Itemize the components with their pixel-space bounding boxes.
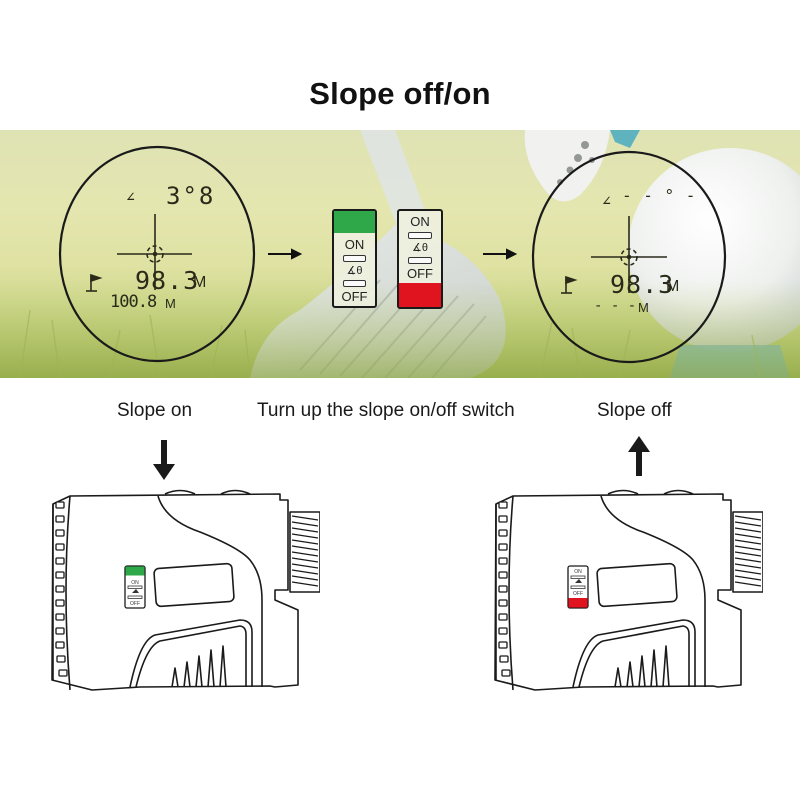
right-arrow-icon-2: [483, 248, 518, 260]
page-title: Slope off/on: [309, 76, 491, 111]
caption-slope-on: Slope on: [117, 400, 193, 421]
switch-slot: [408, 257, 432, 264]
switch-off-label: OFF: [341, 289, 368, 304]
left-crosshair-icon: [117, 214, 192, 290]
left-angle-value: 3°8: [166, 182, 216, 210]
switch-red-cap: [399, 283, 441, 307]
switch-on-label: ON: [344, 237, 365, 252]
left-distance-unit: M: [193, 274, 207, 291]
switch-on-label: ON: [410, 214, 430, 229]
right-slope-unit: M: [638, 300, 649, 315]
device-right-on-label: ON: [574, 569, 582, 575]
photo-background-art: [0, 130, 800, 378]
right-angle-icon: ∠: [602, 192, 612, 210]
golf-photo-banner: ∠ 3°8 98.3 M 100.8 M ∠ - - ° - 98.3 M - …: [0, 130, 800, 378]
right-arrow-icon-1: [268, 248, 303, 260]
right-distance-value: 98.3: [610, 270, 675, 299]
right-slope-distance: - - -: [594, 298, 637, 314]
rangefinder-device-slope-off: ON OFF: [494, 489, 763, 691]
up-arrow-icon: [628, 436, 650, 476]
caption-instruction: Turn up the slope on/off switch: [257, 400, 515, 421]
left-angle-icon: ∠: [126, 188, 136, 206]
left-viewfinder-circle: [58, 145, 256, 363]
slope-angle-icon: ∡θ: [346, 265, 363, 277]
right-distance-unit: M: [666, 278, 680, 295]
slope-switch-on-state: ON ∡θ OFF: [332, 209, 377, 308]
device-right-state-indicator: [568, 598, 588, 608]
device-left-off-label: OFF: [130, 601, 140, 607]
left-slope-distance: 100.8: [110, 292, 157, 312]
left-flag-icon: [86, 273, 103, 292]
down-arrow-icon: [153, 440, 175, 480]
switch-slot: [343, 255, 366, 262]
right-crosshair-icon: [591, 216, 667, 293]
caption-slope-off: Slope off: [597, 400, 672, 421]
switch-green-cap: [334, 211, 375, 233]
left-slope-unit: M: [165, 296, 176, 311]
device-left-state-indicator: [125, 566, 145, 576]
device-right-off-label: OFF: [573, 591, 583, 597]
slope-angle-icon: ∡θ: [412, 242, 428, 254]
switch-off-label: OFF: [407, 266, 433, 281]
rangefinder-device-slope-on: ON OFF: [51, 489, 320, 691]
right-viewfinder-circle: [531, 150, 727, 364]
switch-slot: [408, 232, 432, 239]
slope-switch-off-state: ON ∡θ OFF: [397, 209, 443, 309]
switch-slot: [343, 280, 366, 287]
device-left-on-label: ON: [131, 580, 139, 586]
left-distance-value: 98.3: [135, 266, 200, 295]
right-angle-value: - - ° -: [622, 186, 697, 205]
right-flag-icon: [561, 275, 578, 294]
